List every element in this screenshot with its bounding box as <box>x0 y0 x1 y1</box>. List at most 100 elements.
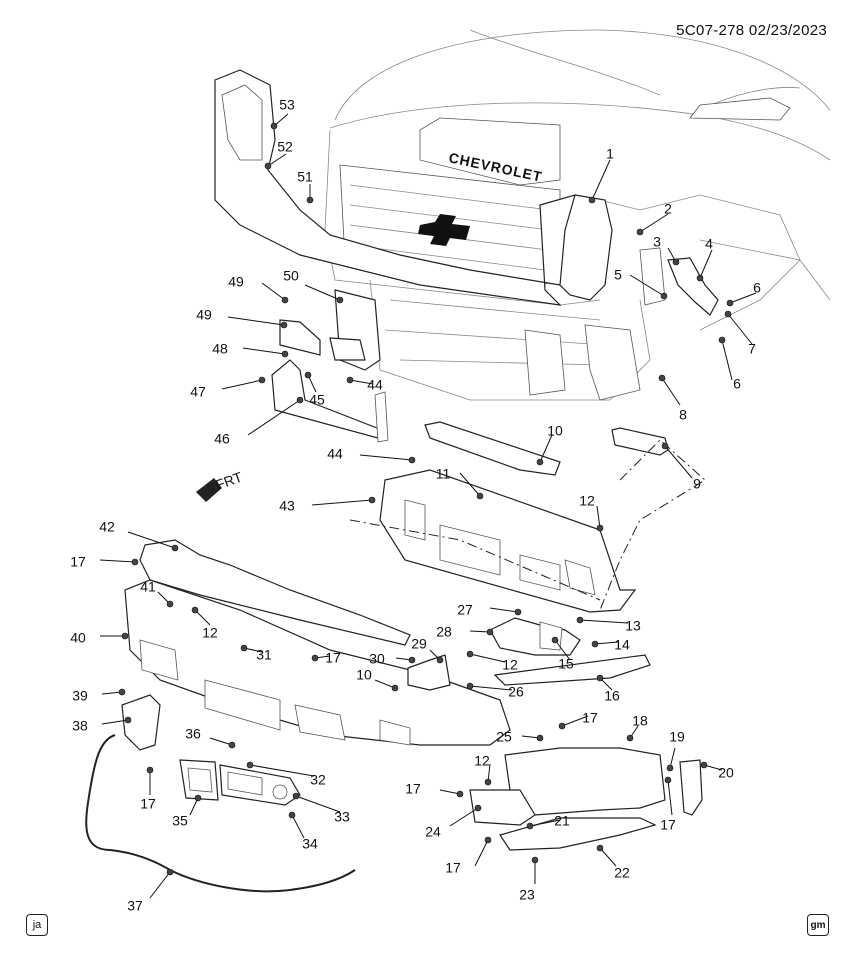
leader-line-36 <box>209 737 233 746</box>
front-fascia-upper <box>214 69 613 306</box>
callout-11: 11 <box>436 466 451 482</box>
fastener-marker-26 <box>466 682 474 690</box>
callout-9: 9 <box>693 476 701 492</box>
wiring-harness <box>85 734 356 893</box>
fastener-marker-49b <box>280 321 288 329</box>
front-bumper-bar <box>124 579 511 746</box>
callout-35: 35 <box>172 813 188 829</box>
leader-line-50 <box>304 284 341 301</box>
callout-2: 2 <box>664 201 672 217</box>
fastener-marker-33 <box>292 792 300 800</box>
leader-line-17e <box>439 789 461 795</box>
leader-line-32 <box>249 764 315 777</box>
callout-34: 34 <box>302 836 318 852</box>
callout-38: 38 <box>72 718 88 734</box>
leader-line-22 <box>599 847 617 867</box>
fastener-marker-43 <box>368 496 376 504</box>
callout-10a: 10 <box>547 423 563 439</box>
alignment-line-2 <box>349 519 601 601</box>
fastener-marker-12a <box>596 524 604 532</box>
corner-badge-right: gm <box>807 914 829 936</box>
fastener-marker-17a <box>131 558 139 566</box>
leader-line-12a <box>596 505 601 529</box>
leader-line-14 <box>594 641 619 645</box>
leader-line-10b <box>374 679 396 689</box>
fastener-marker-15 <box>551 636 559 644</box>
callout-36: 36 <box>185 726 201 742</box>
callout-27: 27 <box>457 602 473 618</box>
callout-7: 7 <box>748 341 756 357</box>
callout-32: 32 <box>310 772 326 788</box>
fastener-marker-23 <box>531 856 539 864</box>
step-pad <box>493 654 651 686</box>
fascia-support-bar <box>424 421 561 476</box>
leader-line-28 <box>469 630 491 633</box>
fastener-marker-1 <box>588 196 596 204</box>
fastener-marker-31 <box>240 644 248 652</box>
leader-line-44a <box>349 379 374 385</box>
fastener-marker-37 <box>166 868 174 876</box>
fastener-marker-25 <box>536 734 544 742</box>
fastener-marker-3 <box>672 258 680 266</box>
leader-line-11 <box>459 472 481 497</box>
impact-bar <box>379 469 637 613</box>
callout-33: 33 <box>334 809 350 825</box>
callout-49b: 49 <box>196 307 212 323</box>
fastener-marker-40 <box>121 632 129 640</box>
callout-5: 5 <box>614 267 622 283</box>
callout-49a: 49 <box>228 274 244 290</box>
leader-line-17a <box>99 559 136 563</box>
fastener-marker-44a <box>346 376 354 384</box>
fastener-marker-18 <box>626 734 634 742</box>
leader-line-38 <box>101 719 129 725</box>
callout-15: 15 <box>558 656 574 672</box>
callout-31: 31 <box>256 647 272 663</box>
fastener-marker-11 <box>476 492 484 500</box>
lamp-bracket <box>407 654 451 691</box>
callout-12d: 12 <box>474 753 490 769</box>
fastener-marker-12c <box>466 650 474 658</box>
fascia-bracket-right <box>639 247 719 316</box>
fastener-marker-53 <box>270 122 278 130</box>
fastener-marker-12b <box>191 606 199 614</box>
document-id: 5C07-278 02/23/2023 <box>676 22 827 39</box>
fastener-marker-32 <box>246 761 254 769</box>
fastener-marker-39 <box>118 688 126 696</box>
callout-16: 16 <box>604 688 620 704</box>
leader-line-19 <box>669 747 676 769</box>
callout-45: 45 <box>309 392 325 408</box>
fastener-marker-10a <box>536 458 544 466</box>
brand-bowtie-emblem <box>418 214 470 246</box>
fastener-marker-44b <box>408 456 416 464</box>
leader-line-10a <box>539 434 553 463</box>
fastener-marker-35 <box>194 794 202 802</box>
leader-lines <box>99 113 757 899</box>
fastener-marker-19 <box>666 764 674 772</box>
leader-line-17g <box>667 779 673 816</box>
leader-line-13 <box>579 619 629 624</box>
fastener-marker-24 <box>474 804 482 812</box>
fastener-marker-52 <box>264 162 272 170</box>
fastener-marker-12d <box>484 778 492 786</box>
leader-line-46 <box>247 399 301 436</box>
callout-51: 51 <box>297 169 313 185</box>
fastener-marker-4 <box>696 274 704 282</box>
leader-line-47 <box>221 379 263 390</box>
callout-1: 1 <box>606 146 614 162</box>
callout-17g: 17 <box>660 817 676 833</box>
fastener-marker-2 <box>636 228 644 236</box>
fastener-marker-8 <box>658 374 666 382</box>
leader-line-2 <box>639 213 669 233</box>
fog-lamp-assembly <box>179 759 301 806</box>
callout-17e: 17 <box>405 781 421 797</box>
fastener-marker-10b <box>391 684 399 692</box>
callout-43: 43 <box>279 498 295 514</box>
callout-42: 42 <box>99 519 115 535</box>
callout-6b: 6 <box>733 376 741 392</box>
callout-30: 30 <box>369 651 385 667</box>
fastener-marker-51 <box>306 196 314 204</box>
fastener-marker-9 <box>661 442 669 450</box>
callout-20: 20 <box>718 765 734 781</box>
